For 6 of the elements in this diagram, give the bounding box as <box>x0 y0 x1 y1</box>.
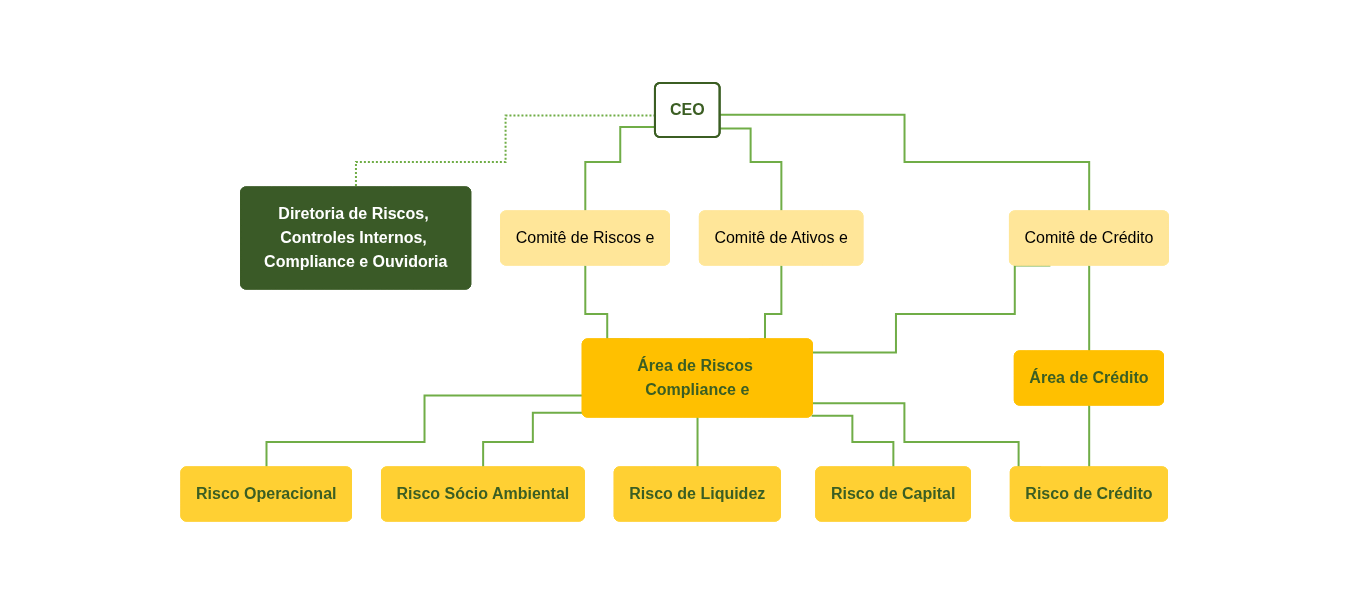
connector <box>696 416 700 469</box>
connector <box>1088 264 1091 353</box>
connector <box>719 113 1091 213</box>
connector <box>1088 404 1091 469</box>
connector <box>719 127 783 213</box>
connector <box>810 414 895 469</box>
